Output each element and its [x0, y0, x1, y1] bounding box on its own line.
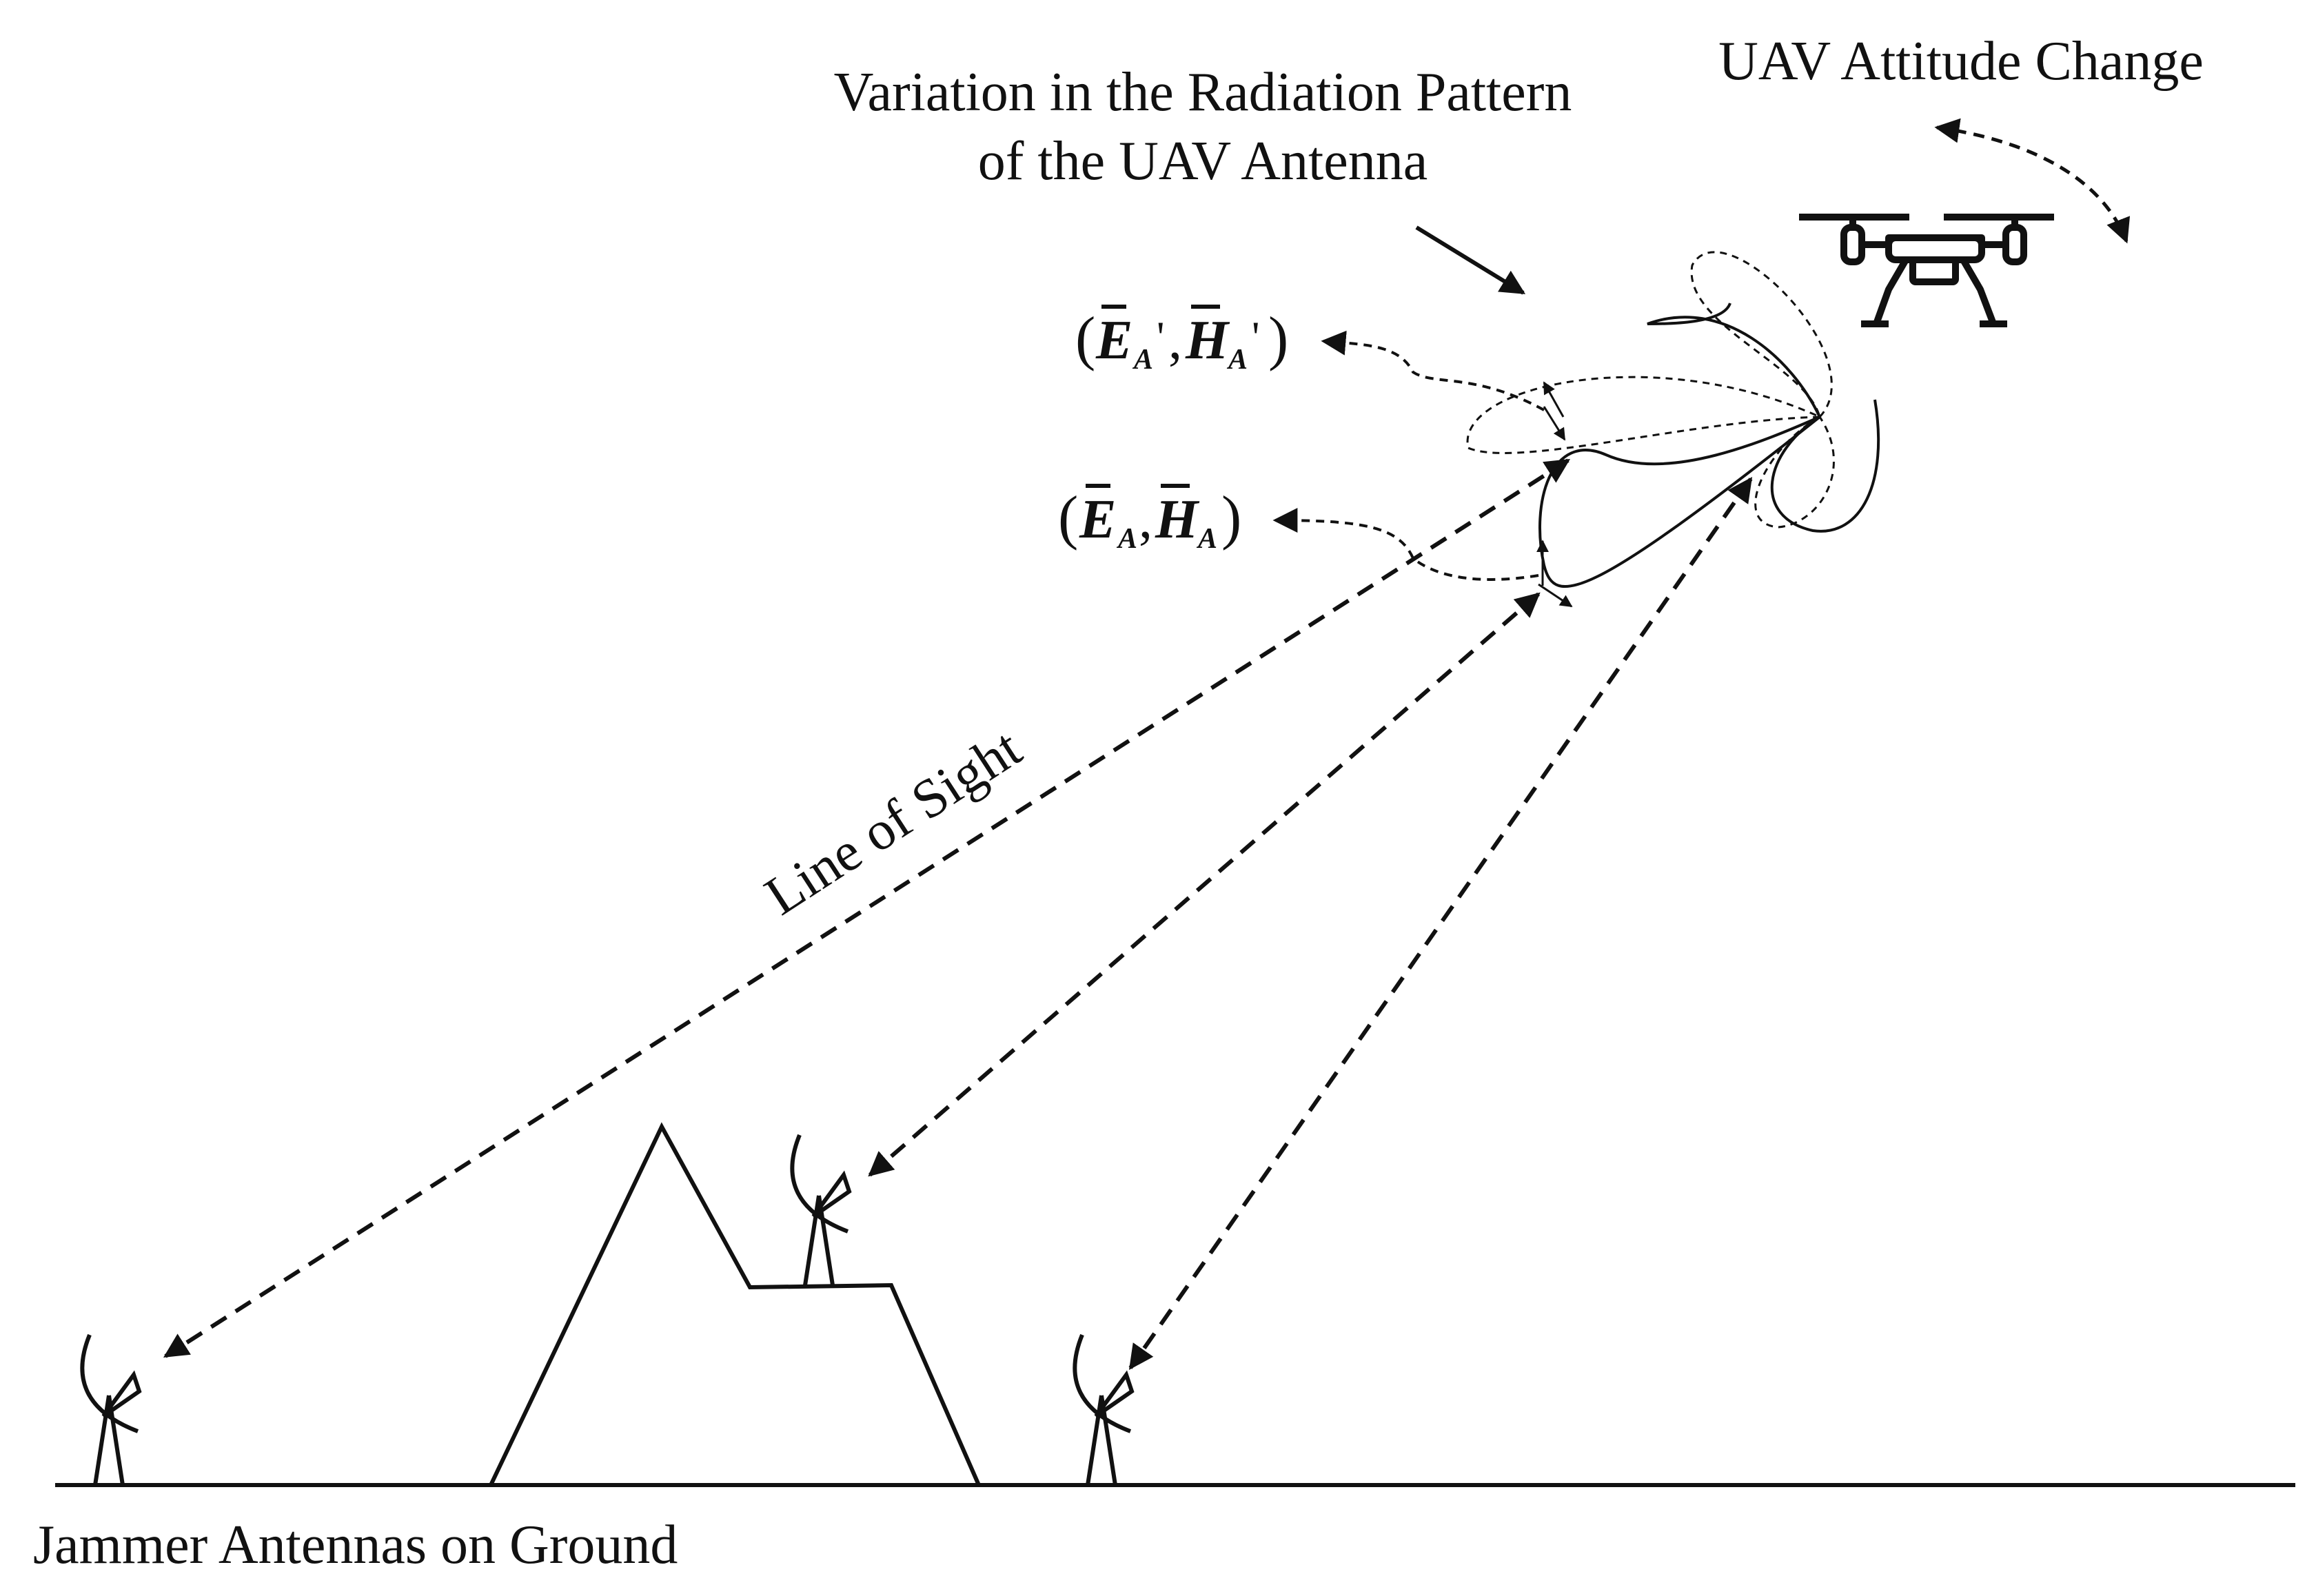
- svg-text:A: A: [1116, 523, 1137, 555]
- field-vector-lower-b: [1538, 583, 1573, 608]
- line-of-sight-label: Line of Sight: [755, 717, 1032, 927]
- radiation-pattern-varied: [1466, 251, 1835, 529]
- jammer-antenna-right-icon: [1075, 1335, 1132, 1485]
- attitude-change-arrow: [1934, 118, 2131, 244]
- field-vector-upper-a: [1543, 381, 1565, 418]
- svg-text:): ): [1221, 484, 1241, 551]
- jammer-antenna-left-icon: [82, 1335, 139, 1485]
- svg-text:E: E: [1095, 310, 1132, 371]
- svg-text:': ': [1157, 312, 1165, 361]
- pattern-label-line1: Variation in the Radiation Pattern: [834, 62, 1572, 123]
- svg-text:H: H: [1185, 310, 1230, 371]
- svg-text:E: E: [1079, 489, 1116, 550]
- line-of-sight-arrow-mountain: [868, 592, 1541, 1177]
- ground-label: Jammer Antennas on Ground: [33, 1515, 678, 1575]
- mountain-obstacle: [489, 1122, 981, 1486]
- svg-text:(: (: [1075, 305, 1095, 372]
- leader-arrow-primed-field: [1321, 330, 1545, 411]
- svg-text:A: A: [1132, 344, 1153, 376]
- field-expression: ( E A , H A ): [1058, 484, 1241, 555]
- quadcopter-uav-icon: [1799, 214, 2054, 327]
- svg-text:): ): [1268, 305, 1288, 372]
- svg-text:H: H: [1155, 489, 1200, 550]
- line-of-sight-arrow-left: [163, 458, 1571, 1358]
- svg-text:,: ,: [1168, 310, 1182, 371]
- svg-text:A: A: [1196, 523, 1217, 555]
- attitude-change-label: UAV Attitude Change: [1718, 31, 2204, 92]
- leader-arrow-field: [1272, 508, 1539, 581]
- field-vector-upper-b: [1543, 406, 1566, 441]
- pattern-pointer-arrow: [1415, 225, 1526, 295]
- pattern-label-line2: of the UAV Antenna: [978, 131, 1428, 192]
- line-of-sight-arrow-right: [1128, 477, 1753, 1370]
- svg-text:,: ,: [1139, 489, 1152, 550]
- radiation-pattern-current: [1538, 303, 1880, 588]
- svg-text:': ': [1252, 312, 1260, 361]
- svg-text:A: A: [1226, 344, 1248, 376]
- primed-field-expression: ( E A ' , H A ' ): [1075, 305, 1288, 376]
- jammer-antenna-mountain-icon: [792, 1135, 849, 1285]
- svg-text:(: (: [1058, 484, 1078, 551]
